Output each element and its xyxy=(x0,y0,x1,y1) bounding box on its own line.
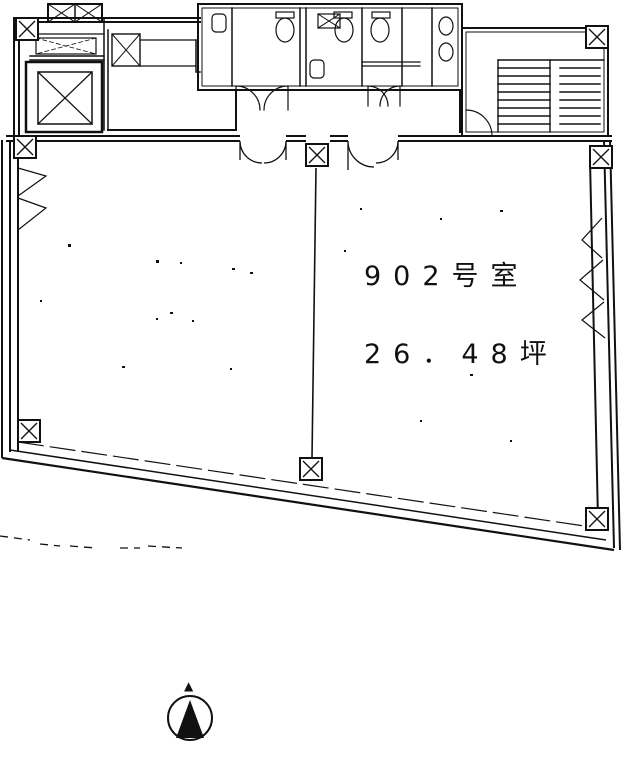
room-number-label: 902号室 xyxy=(364,261,530,292)
scan-speckles xyxy=(40,208,512,442)
north-arrow-icon xyxy=(167,695,213,741)
north-indicator: ▲ xyxy=(184,679,194,693)
column-box xyxy=(589,145,613,169)
column-box xyxy=(15,17,39,41)
column-box xyxy=(13,135,37,159)
column-box xyxy=(299,457,323,481)
column-box xyxy=(305,143,329,167)
column-box xyxy=(585,25,609,49)
office-room xyxy=(1,135,621,552)
service-core xyxy=(13,3,609,141)
room-area-label: 26．48坪 xyxy=(364,339,559,370)
column-box xyxy=(585,507,609,531)
site-boundary xyxy=(0,535,183,549)
column-box xyxy=(17,419,41,443)
